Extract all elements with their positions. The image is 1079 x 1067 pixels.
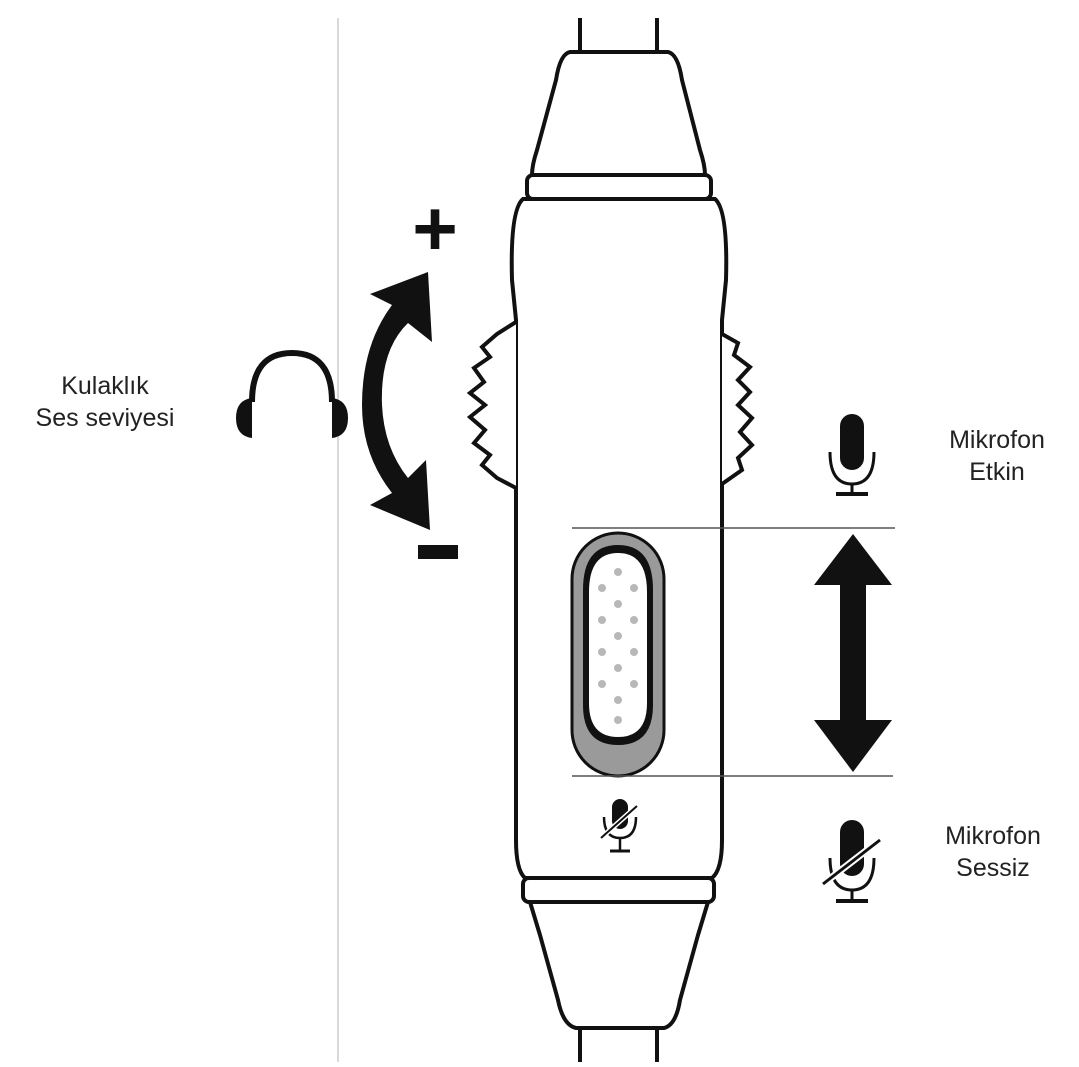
mic-active-label: Mikrofon Etkin [922, 424, 1072, 488]
vertical-double-arrow-icon [814, 534, 892, 772]
curved-double-arrow-icon [362, 272, 432, 530]
volume-up-symbol: + [412, 184, 458, 272]
microphone-muted-icon [599, 799, 639, 853]
headset-volume-label: Kulaklık Ses seviyesi [0, 370, 210, 434]
mic-mute-switch[interactable] [570, 531, 666, 778]
bottom-ring [521, 876, 716, 904]
headphone-icon [236, 349, 348, 438]
microphone-icon [828, 414, 876, 496]
mic-muted-label-line1: Mikrofon [945, 822, 1041, 850]
bottom-cap [527, 900, 711, 1030]
mic-muted-label-line2: Sessiz [956, 854, 1030, 882]
mic-active-label-line1: Mikrofon [949, 426, 1045, 454]
volume-wheel-right[interactable] [720, 332, 755, 486]
volume-wheel-left[interactable] [466, 320, 518, 490]
bottom-cable [578, 1028, 659, 1062]
microphone-muted-icon [820, 820, 883, 903]
top-ring [525, 173, 713, 201]
mic-active-label-line2: Etkin [969, 458, 1025, 486]
top-cable [578, 18, 659, 52]
mic-muted-label: Mikrofon Sessiz [918, 820, 1068, 884]
switch-grip-dots [598, 568, 638, 724]
headset-volume-label-line1: Kulaklık [61, 372, 149, 400]
top-cap [529, 50, 708, 177]
headset-volume-label-line2: Ses seviyesi [35, 404, 175, 432]
volume-down-symbol [418, 545, 458, 559]
